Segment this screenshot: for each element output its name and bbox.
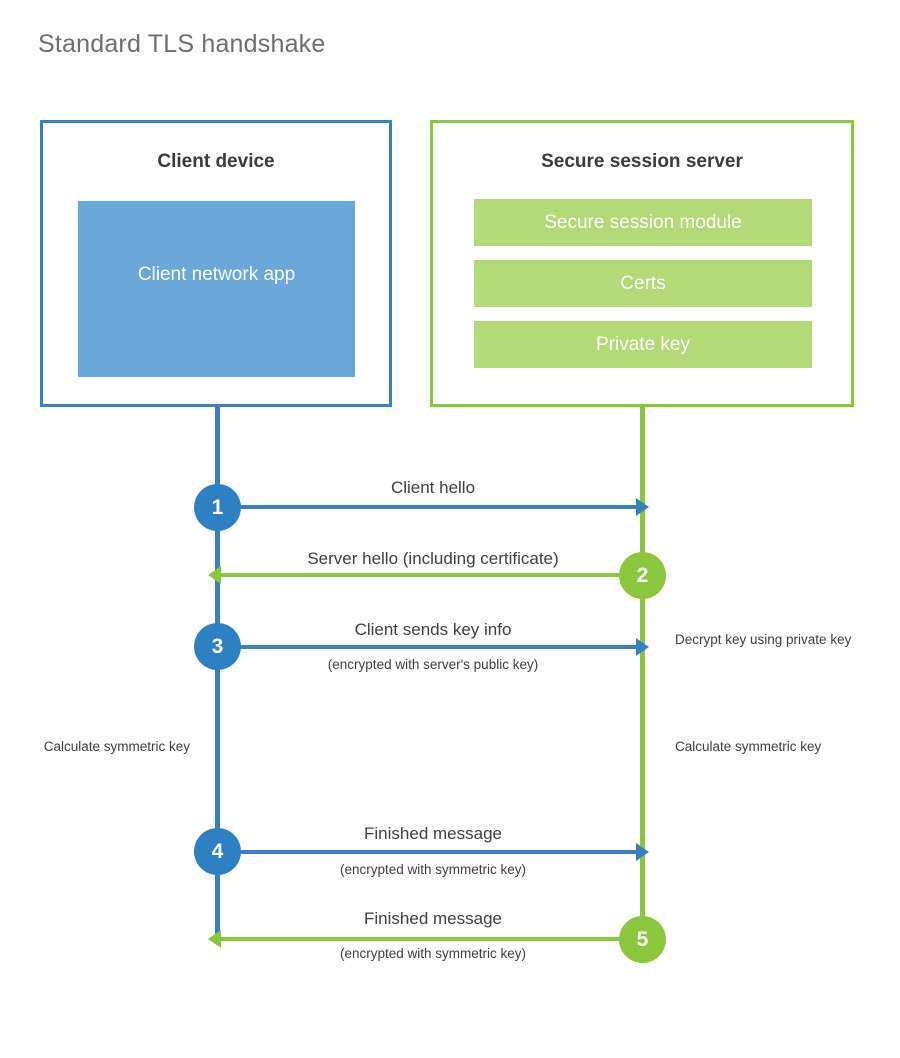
- step-5-message-sublabel: (encrypted with symmetric key): [339, 946, 527, 961]
- step-marker-4: 4: [194, 828, 241, 875]
- step-marker-2: 2: [619, 552, 666, 599]
- step-marker-5: 5: [619, 916, 666, 963]
- step-5-arrow-server-to-client: [208, 930, 640, 948]
- step-1-message-label: Client hello: [390, 478, 476, 497]
- step-2-message-label: Server hello (including certificate): [307, 549, 559, 568]
- server-component-certs: Certs: [474, 260, 812, 307]
- server-component-private-key: Private key: [474, 321, 812, 368]
- client-lifeline: [215, 405, 220, 942]
- client-device-box: Client device Client network app: [40, 120, 392, 407]
- arrowhead-left-icon: [208, 930, 221, 948]
- client-network-app-label: Client network app: [137, 264, 296, 286]
- server-component-secure-session-module: Secure session module: [474, 199, 812, 246]
- arrowhead-right-icon: [636, 843, 649, 861]
- step-3-arrow-client-to-server: [217, 638, 649, 656]
- arrowhead-left-icon: [208, 566, 221, 584]
- secure-session-server-title: Secure session server: [541, 151, 743, 172]
- annotation-calculate-symmetric-key-client: Calculate symmetric key: [43, 739, 190, 754]
- client-network-app-block: Client network app: [78, 201, 355, 377]
- step-5-message-label: Finished message: [364, 909, 502, 928]
- server-components-list: Secure session module Certs Private key: [474, 199, 812, 368]
- page-title: Standard TLS handshake: [38, 30, 326, 58]
- step-4-message-sublabel: (encrypted with symmetric key): [339, 862, 527, 877]
- arrowhead-right-icon: [636, 638, 649, 656]
- step-4-arrow-client-to-server: [217, 843, 649, 861]
- server-lifeline: [640, 405, 645, 942]
- step-marker-3: 3: [194, 623, 241, 670]
- step-marker-1: 1: [194, 484, 241, 531]
- secure-session-server-box: Secure session server Secure session mod…: [430, 120, 854, 407]
- client-device-title: Client device: [157, 151, 275, 172]
- step-4-message-label: Finished message: [364, 824, 502, 843]
- step-1-arrow-client-to-server: [217, 498, 649, 516]
- annotation-decrypt-key: Decrypt key using private key: [675, 632, 852, 647]
- step-2-arrow-server-to-client: [208, 566, 640, 584]
- step-3-message-sublabel: (encrypted with server's public key): [327, 657, 539, 672]
- arrowhead-right-icon: [636, 498, 649, 516]
- step-3-message-label: Client sends key info: [354, 620, 512, 639]
- annotation-calculate-symmetric-key-server: Calculate symmetric key: [675, 739, 822, 754]
